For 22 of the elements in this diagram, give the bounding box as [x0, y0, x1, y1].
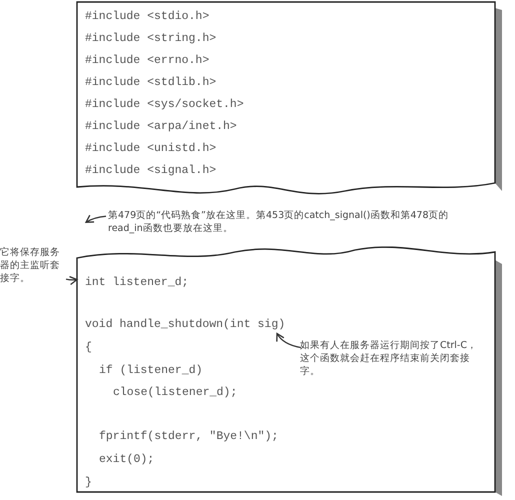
arrow [66, 276, 78, 286]
code-line: #include <stdio.h> [85, 10, 210, 24]
code-line: #include <unistd.h> [85, 142, 216, 156]
code-line: #include <arpa/inet.h> [85, 120, 237, 134]
annotation-text: 如果有人在服务器运行期间按了Ctrl-C，这个函数就会赶在程序结束前关闭套接字。 [300, 339, 480, 378]
annotation-text: 第479页的“代码熟食”放在这里。第453页的catch_signal()函数和第478页的read_in函数也要放在这里。 [108, 209, 468, 235]
arrow [85, 214, 106, 223]
code-line: #include <signal.h> [85, 164, 216, 178]
code-line: } [85, 476, 92, 490]
code-line: fprintf(stderr, "Bye!\n"); [99, 430, 278, 444]
code-line: exit(0); [99, 453, 154, 467]
arrow [276, 332, 302, 348]
code-line: { [85, 341, 92, 355]
code-line: close(listener_d); [113, 386, 238, 400]
code-line: #include <errno.h> [85, 54, 210, 68]
code-line: #include <string.h> [85, 32, 216, 46]
code-line: int listener_d; [85, 276, 189, 290]
code-line: void handle_shutdown(int sig) [85, 318, 286, 332]
code-line: #include <stdlib.h> [85, 76, 216, 90]
code-line: #include <sys/socket.h> [85, 98, 244, 112]
annotation-text: 它将保存服务器的主监听套接字。 [0, 246, 68, 285]
code-line: if (listener_d) [99, 364, 203, 378]
